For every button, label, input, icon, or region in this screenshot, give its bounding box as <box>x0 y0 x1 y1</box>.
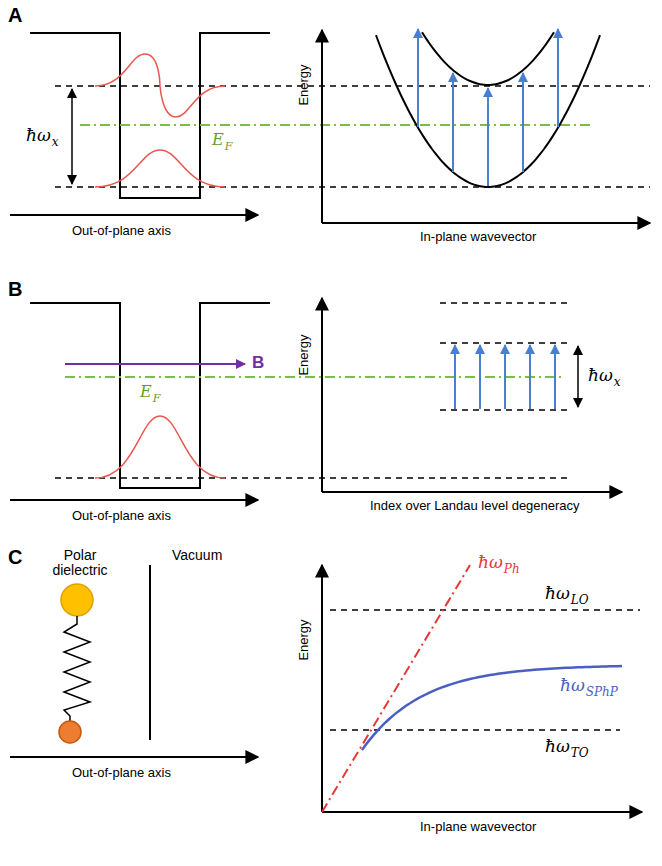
fermi-label: E <box>140 383 152 401</box>
axis <box>322 222 650 224</box>
field-label: B <box>252 354 264 373</box>
axis <box>10 756 258 758</box>
energy-gap-arrow <box>71 89 73 184</box>
axis <box>321 30 323 223</box>
transition-arrow <box>452 73 454 172</box>
landau-level <box>440 302 570 304</box>
transition-arrow <box>522 73 524 172</box>
axis <box>321 298 323 492</box>
axis-label: In-plane wavevector <box>420 230 536 244</box>
magnetic-field-arrow <box>65 363 245 365</box>
sphp-dispersion <box>362 666 622 750</box>
subscript: SPhP <box>586 686 618 699</box>
axis-label: In-plane wavevector <box>420 820 536 834</box>
axis-label: Energy <box>297 64 311 105</box>
axis-label: Out-of-plane axis <box>72 224 171 238</box>
heavy-atom <box>61 584 93 616</box>
axis <box>10 214 258 216</box>
lo-level <box>330 609 640 611</box>
energy-gap-arrow <box>577 346 579 407</box>
landau-level <box>440 342 570 344</box>
transition-arrow <box>454 345 456 409</box>
transition-arrow <box>487 88 489 186</box>
energy-symbol: ħω <box>588 366 613 385</box>
subscript: x <box>52 136 59 149</box>
quantum-well <box>30 303 270 488</box>
panel-a <box>10 29 650 223</box>
light-line <box>322 565 470 812</box>
transition-arrow <box>554 345 556 409</box>
wavefunction-upper <box>95 54 225 117</box>
photon-label: ħω <box>478 553 503 572</box>
subband-upper <box>422 32 554 85</box>
upper-level <box>55 85 650 87</box>
axis <box>322 491 622 493</box>
axis-label: Energy <box>297 619 311 660</box>
energy-symbol: ħω <box>545 584 570 603</box>
subscript: LO <box>571 594 589 607</box>
transition-arrow <box>557 29 559 127</box>
landau-level <box>440 409 570 411</box>
interface <box>149 565 151 740</box>
subscript: F <box>225 141 233 153</box>
spring <box>64 616 90 721</box>
axis-label: Energy <box>297 334 311 375</box>
energy-symbol: ħω <box>26 126 51 145</box>
axis <box>322 811 642 813</box>
fermi-level <box>80 124 590 126</box>
panel-letter: A <box>8 4 22 26</box>
fermi-label: E <box>212 131 224 149</box>
axis-label: Out-of-plane axis <box>72 509 171 523</box>
panel-letter: B <box>8 278 22 300</box>
axis <box>10 499 258 501</box>
axis-label: Index over Landau level degeneracy <box>370 499 580 513</box>
fermi-level <box>65 376 565 378</box>
axis <box>321 565 323 812</box>
subband-lower <box>376 35 600 187</box>
sphp-label: ħω <box>560 676 585 695</box>
subscript: F <box>153 393 161 405</box>
panel-letter: C <box>8 546 22 568</box>
to-level <box>330 729 620 731</box>
axis-label: Out-of-plane axis <box>72 766 171 780</box>
wavefunction-lower <box>95 150 225 187</box>
lower-level <box>55 186 650 188</box>
panel-c <box>10 565 642 812</box>
wavefunction <box>95 416 225 478</box>
transition-arrow <box>479 345 481 409</box>
material-label: Vacuum <box>172 548 222 563</box>
lower-level <box>55 477 570 479</box>
panel-b <box>10 298 622 500</box>
transition-arrow <box>504 345 506 409</box>
subscript: Ph <box>504 563 520 576</box>
subscript: x <box>614 376 621 389</box>
light-atom <box>59 721 81 743</box>
material-label: Polar dielectric <box>40 548 120 579</box>
transition-arrow <box>417 29 419 127</box>
subscript: TO <box>571 747 589 760</box>
energy-symbol: ħω <box>545 737 570 756</box>
transition-arrow <box>529 345 531 409</box>
quantum-well <box>30 33 270 198</box>
